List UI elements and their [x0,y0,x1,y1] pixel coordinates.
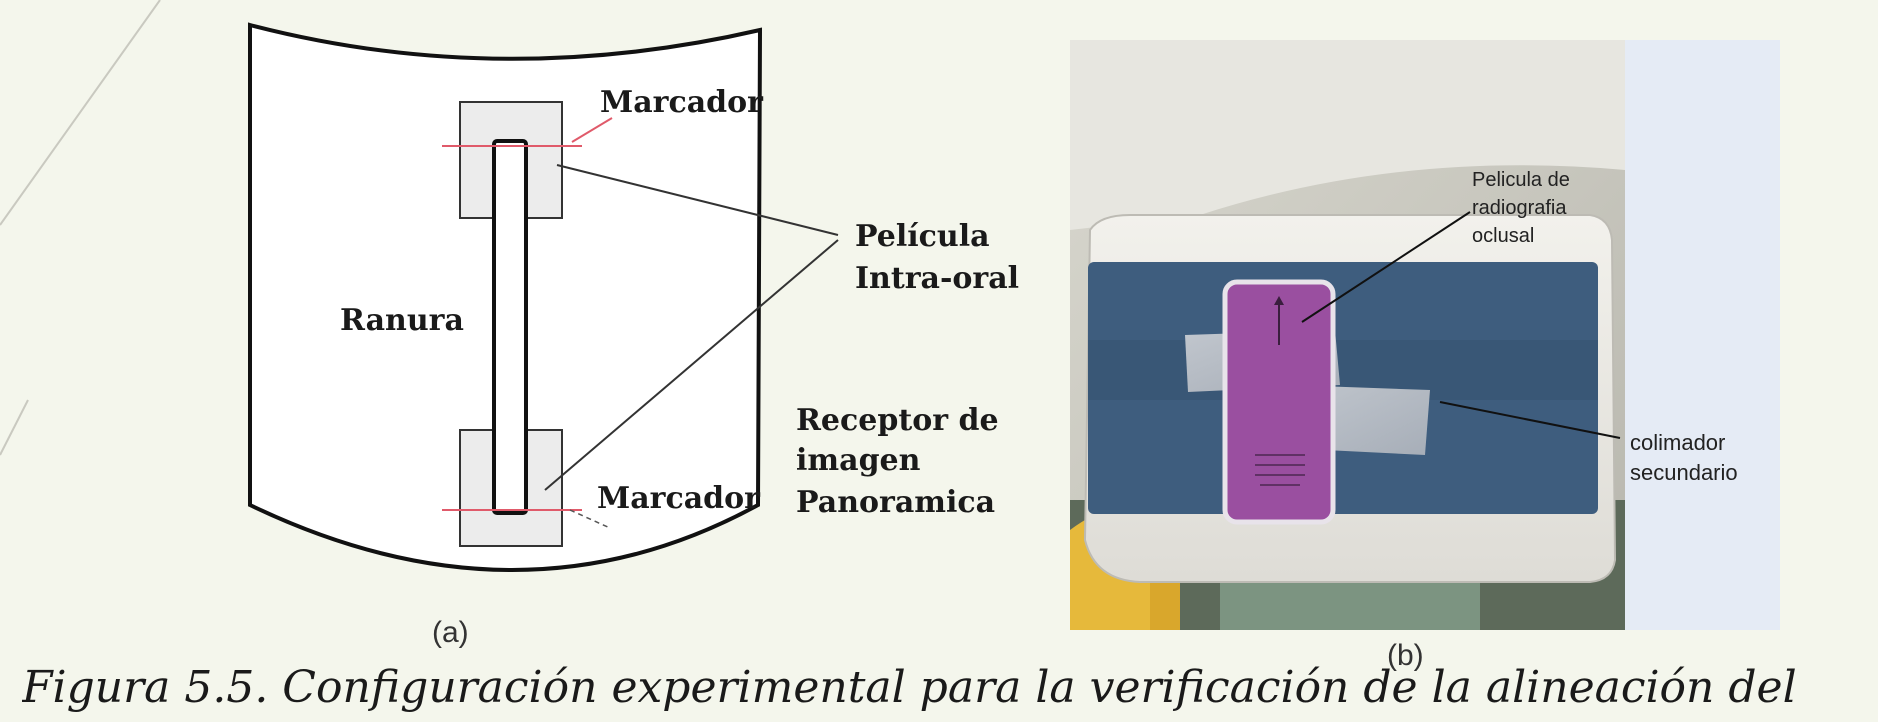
label-pelicula-oclusal-1: Pelicula de [1472,169,1570,191]
leader-film [1301,211,1471,323]
slide-decoration [0,0,161,456]
leader-film-top [556,164,839,236]
label-receptor-2: imagen [796,443,921,478]
diagram-a: Marcador Película Intra-oral Ranura Rece… [248,22,1019,649]
label-colimador-2: secundario [1630,460,1738,485]
label-marcador-bottom: Marcador [597,481,761,516]
occlusal-film [1222,279,1336,525]
leader-collimator [1439,401,1621,439]
marker-pointer-bottom [569,509,611,529]
label-ranura: Ranura [340,303,464,338]
slot-ranura [492,139,528,515]
photo-b: Pelicula de radiografia oclusal colimado… [1070,40,1780,672]
marker-pointer-top [571,117,613,143]
label-receptor-3: Panoramica [796,485,995,520]
film-fine-print [1255,454,1305,486]
film-arrow-head [1274,296,1284,305]
photo-right-margin [1625,40,1780,630]
label-marcador-top: Marcador [600,85,764,120]
figure-caption: Figura 5.5. Configuración experimental p… [22,662,1797,713]
photo-highlight [1070,40,1625,230]
sublabel-a: (a) [432,616,469,649]
label-pelicula-oclusal-2: radiografia [1472,197,1567,219]
sublabel-b: (b) [1387,639,1424,672]
label-intra-oral: Intra-oral [855,261,1019,296]
label-pelicula-oclusal-3: oclusal [1472,225,1534,247]
leader-film-bottom [544,239,839,491]
label-pelicula: Película [855,219,990,254]
label-receptor-1: Receptor de [796,403,999,438]
label-colimador-1: colimador [1630,430,1725,455]
